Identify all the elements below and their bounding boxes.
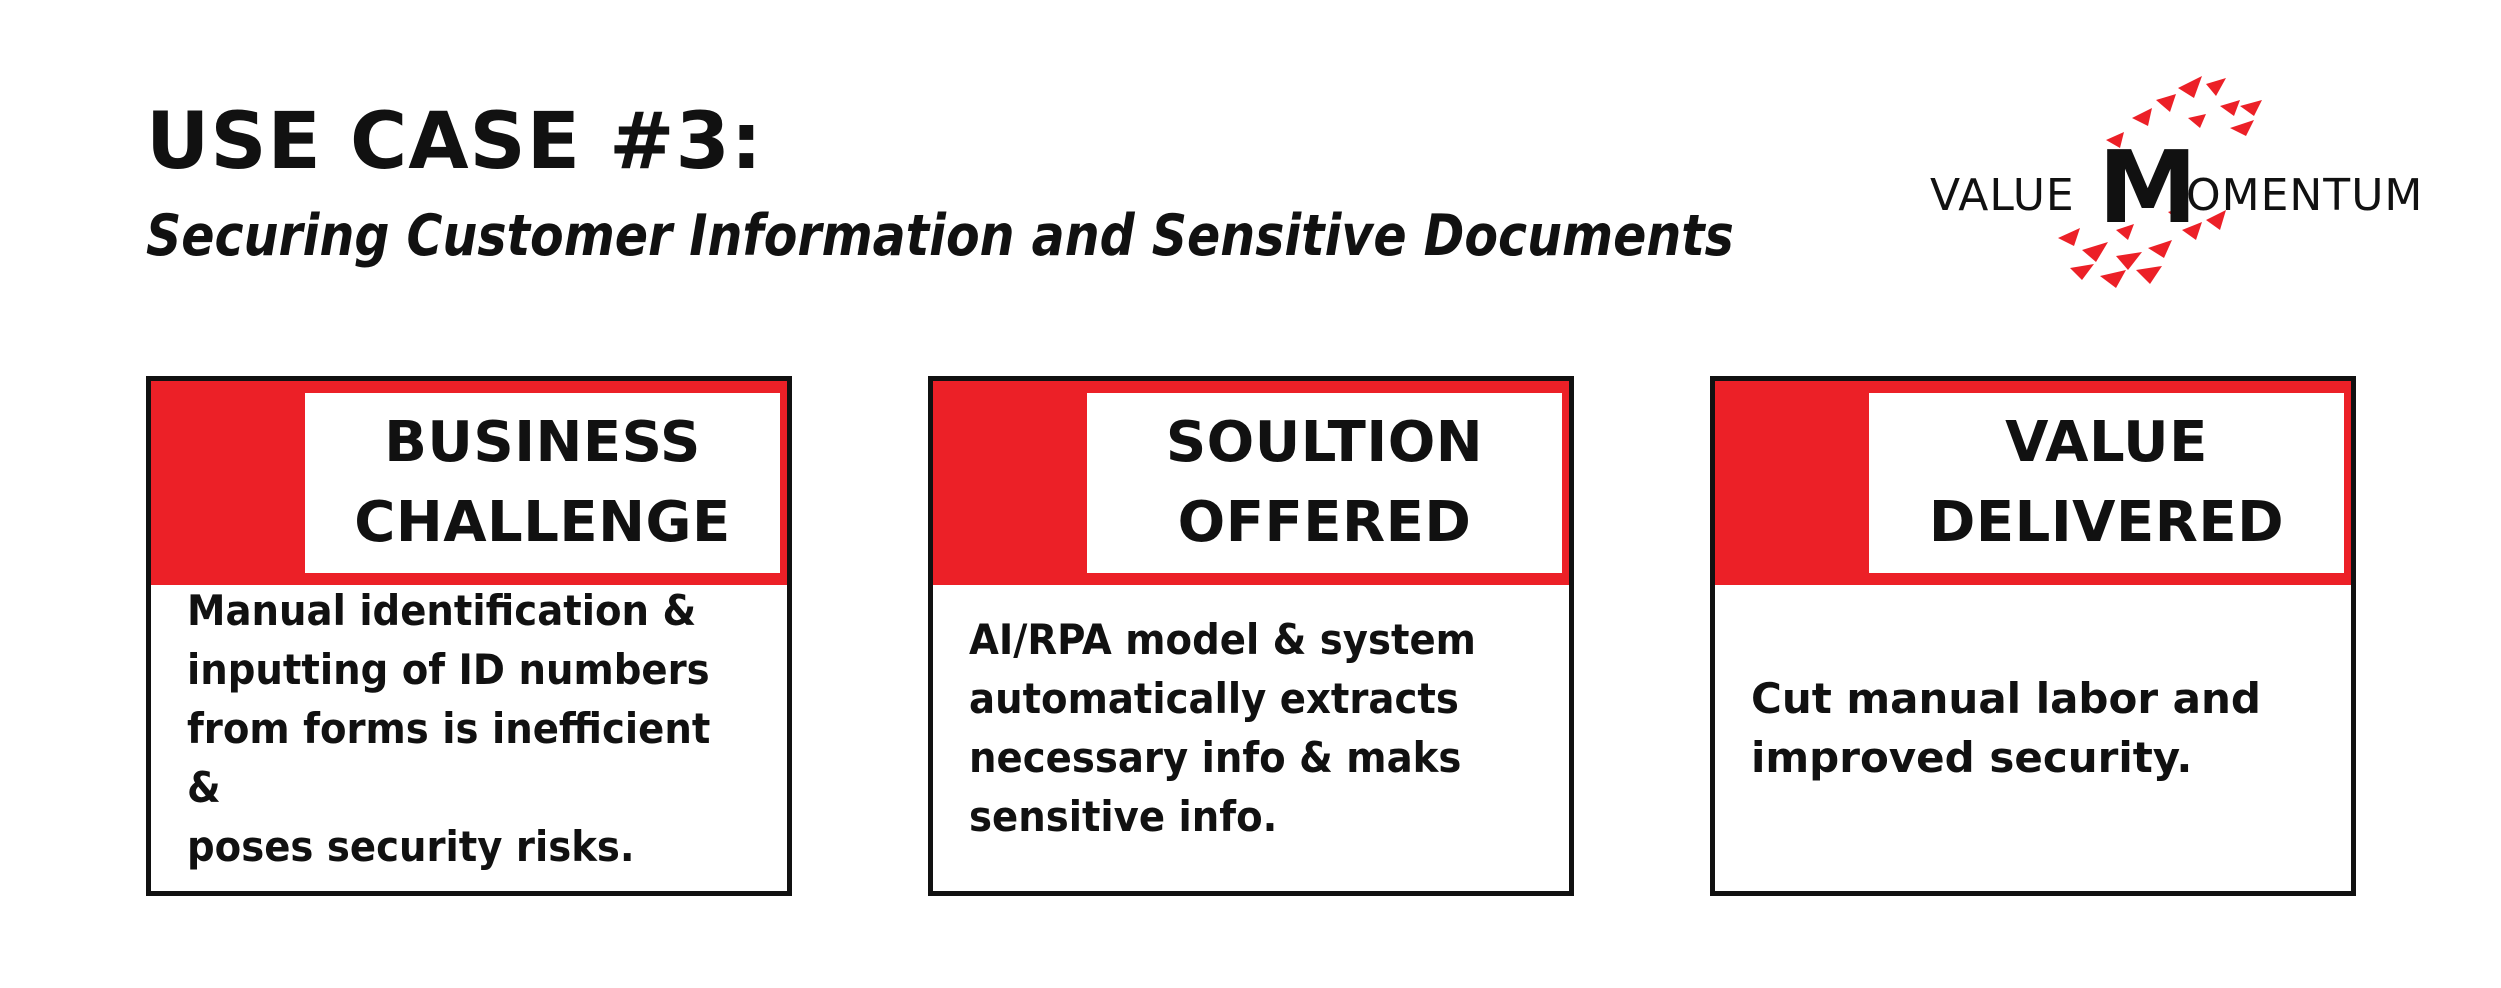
- card-header: BUSINESS CHALLENGE: [151, 381, 787, 585]
- solution-offered-card: SOULTION OFFERED AI/RPA model & system a…: [928, 376, 1574, 896]
- logo-arrow: [2082, 242, 2108, 262]
- card-body-text: Cut manual labor and improved security.: [1751, 674, 2261, 782]
- logo-arrow: [2230, 120, 2254, 136]
- card-body-text: Manual identification & inputting of ID …: [187, 585, 711, 871]
- card-title: SOULTION OFFERED: [1087, 393, 1562, 573]
- card-body: Cut manual labor and improved security.: [1751, 585, 2327, 891]
- logo-arrow: [2136, 266, 2162, 284]
- logo-arrow: [2058, 228, 2080, 246]
- card-title-line2: DELIVERED: [1928, 490, 2285, 555]
- card-body: Manual identification & inputting of ID …: [187, 585, 763, 891]
- card-body: AI/RPA model & system automatically extr…: [969, 585, 1545, 891]
- page-subtitle: Securing Customer Information and Sensit…: [146, 203, 1734, 269]
- logo-arrow: [2070, 264, 2094, 280]
- logo-arrow: [2116, 224, 2134, 240]
- card-title-line2: CHALLENGE: [354, 490, 731, 555]
- logo-arrow: [2178, 76, 2202, 98]
- card-title-line1: BUSINESS: [384, 410, 701, 475]
- logo-graphic: VALUE M OMENTUM: [1930, 76, 2423, 288]
- logo-arrow: [2100, 270, 2126, 288]
- logo-arrow: [2156, 94, 2176, 112]
- logo-text-value: VALUE: [1930, 170, 2075, 221]
- logo-arrow: [2116, 252, 2142, 270]
- value-delivered-card: VALUE DELIVERED Cut manual labor and imp…: [1710, 376, 2356, 896]
- logo-arrow: [2188, 114, 2206, 128]
- logo-text-m: M: [2098, 129, 2198, 246]
- card-header: SOULTION OFFERED: [933, 381, 1569, 585]
- card-title-line1: VALUE: [2005, 410, 2208, 475]
- card-body-text: AI/RPA model & system automatically extr…: [969, 615, 1476, 841]
- logo-arrow: [2206, 78, 2226, 96]
- logo-arrow: [2206, 210, 2226, 230]
- logo-text-omentum: OMENTUM: [2186, 170, 2423, 221]
- logo-arrow: [2220, 100, 2240, 116]
- logo-arrow: [2106, 132, 2124, 148]
- logo-arrow-swirl: [2058, 76, 2262, 288]
- page-title: USE CASE #3:: [146, 97, 763, 187]
- logo-arrow: [2182, 222, 2202, 240]
- card-title-line1: SOULTION: [1165, 410, 1484, 475]
- logo-arrow: [2168, 206, 2186, 222]
- card-title-line2: OFFERED: [1177, 490, 1472, 555]
- valuemomentum-logo: VALUE M OMENTUM: [1920, 70, 2440, 310]
- card-title: BUSINESS CHALLENGE: [305, 393, 780, 573]
- business-challenge-card: BUSINESS CHALLENGE Manual identification…: [146, 376, 792, 896]
- logo-arrow: [2240, 100, 2262, 116]
- logo-arrow: [2148, 240, 2172, 258]
- page-heading: USE CASE #3: Securing Customer Informati…: [146, 92, 1896, 280]
- logo-arrow: [2132, 108, 2152, 126]
- card-header: VALUE DELIVERED: [1715, 381, 2351, 585]
- card-title: VALUE DELIVERED: [1869, 393, 2344, 573]
